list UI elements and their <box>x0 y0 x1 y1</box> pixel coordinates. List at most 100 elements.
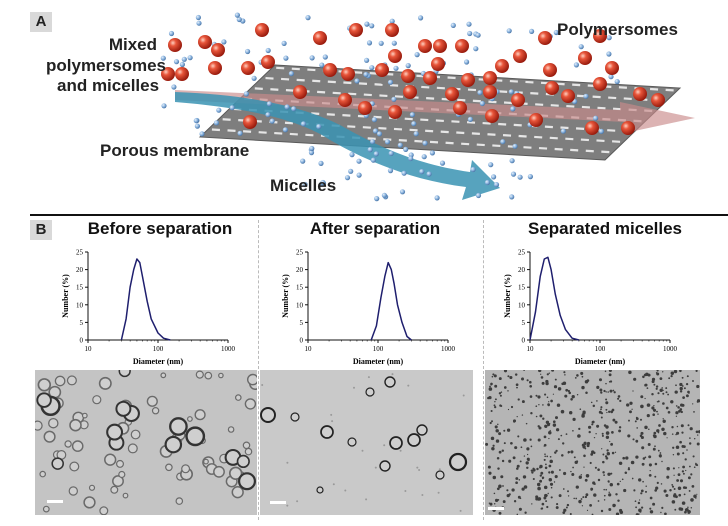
polymersome-ball <box>418 39 432 53</box>
micelle-speck <box>519 460 522 463</box>
micelle-speck <box>552 423 557 427</box>
vesicle <box>130 429 141 440</box>
vesicle <box>416 424 428 436</box>
micelle-dot <box>488 162 494 168</box>
micelle-speck <box>538 404 540 406</box>
micelle-speck <box>605 401 609 405</box>
micelle-speck <box>627 467 631 471</box>
micelle-speck <box>655 385 659 388</box>
micelle-speck <box>516 467 519 470</box>
micelle-dot <box>288 71 294 77</box>
micelle-dot <box>284 104 290 110</box>
micelle-dot <box>308 150 315 156</box>
micelle-speck <box>566 503 570 507</box>
vesicle <box>185 426 206 447</box>
micelle-speck <box>682 472 685 475</box>
micelle-speck <box>488 387 493 391</box>
micelle-speck <box>539 464 543 469</box>
micelle-dot <box>322 54 328 60</box>
micelle-speck <box>604 370 607 373</box>
micelle-speck <box>684 458 687 461</box>
micelle-speck <box>531 503 533 505</box>
micelle-speck <box>622 456 626 460</box>
micelle-speck <box>522 475 527 479</box>
micelle-dot <box>510 106 516 112</box>
micelle-dot <box>354 78 360 84</box>
micelle-speck <box>507 408 510 411</box>
micelle-speck <box>500 475 504 479</box>
y-tick-label: 10 <box>76 301 84 309</box>
vesicle <box>231 486 244 499</box>
vesicle <box>384 376 396 388</box>
speck <box>344 489 347 492</box>
y-tick-label: 0 <box>300 337 304 345</box>
x-tick-label: 10 <box>305 345 313 353</box>
micelle-speck <box>586 509 589 511</box>
micelle-speck <box>596 400 598 402</box>
speck <box>367 376 370 379</box>
micelle-speck <box>499 404 502 407</box>
micelle-dot <box>236 16 242 23</box>
micelle-speck <box>554 378 557 381</box>
micelle-dot <box>450 22 456 28</box>
micelle-speck <box>494 425 498 429</box>
micelle-speck <box>557 438 560 441</box>
micelle-speck <box>608 493 612 497</box>
vesicle <box>290 412 300 422</box>
micelle-speck <box>696 493 698 495</box>
vesicle <box>81 412 88 419</box>
micelle-speck <box>498 432 502 436</box>
micelle-dot <box>378 40 384 46</box>
micelle-dot <box>608 74 614 80</box>
micelle-speck <box>550 399 553 403</box>
micelle-speck <box>545 420 550 424</box>
micelle-speck <box>600 416 603 419</box>
micelle-speck <box>603 488 605 491</box>
micelle-speck <box>678 507 682 511</box>
micelle-speck <box>564 374 566 376</box>
micelle-dot <box>356 158 362 164</box>
micelle-speck <box>656 370 659 372</box>
micelle-speck <box>693 437 696 440</box>
vesicle <box>164 435 183 454</box>
micelle-speck <box>501 449 505 452</box>
micelle-speck <box>557 387 562 391</box>
polymersome-ball <box>633 87 647 101</box>
micelle-dot <box>510 171 517 177</box>
micelle-speck <box>675 495 678 499</box>
micelle-dot <box>168 30 175 37</box>
polymersome-ball <box>453 101 467 115</box>
micelle-speck <box>496 457 500 460</box>
micelle-speck <box>549 455 552 458</box>
micelle-dot <box>251 75 257 81</box>
micelle-speck <box>631 477 634 480</box>
polymersome-ball <box>341 67 355 81</box>
micelle-speck <box>662 419 666 424</box>
micelle-speck <box>578 499 582 504</box>
vesicle <box>122 492 129 499</box>
micelle-speck <box>537 438 541 442</box>
micelle-speck <box>687 424 690 427</box>
micelle-speck <box>548 422 551 425</box>
micelle-speck <box>663 431 667 436</box>
micelle-speck <box>652 413 655 416</box>
micelle-speck <box>643 373 647 377</box>
micelle-speck <box>674 508 677 511</box>
y-tick-label: 15 <box>518 284 526 292</box>
micelle-speck <box>555 506 559 510</box>
micelle-dot <box>434 195 440 201</box>
micelle-dot <box>193 118 199 124</box>
micelle-dot <box>245 48 251 55</box>
micelle-speck <box>647 443 651 446</box>
micelle-dot <box>373 151 379 157</box>
micelle-speck <box>673 493 677 496</box>
micelle-dot <box>439 160 446 166</box>
vesicle <box>218 372 224 379</box>
micelle-dot <box>369 23 375 29</box>
micelle-speck <box>638 478 642 482</box>
micelle-speck <box>619 510 624 515</box>
micelle-speck <box>492 373 495 376</box>
vesicle <box>92 395 102 405</box>
micelle-speck <box>572 429 574 432</box>
micelle-speck <box>679 390 683 393</box>
